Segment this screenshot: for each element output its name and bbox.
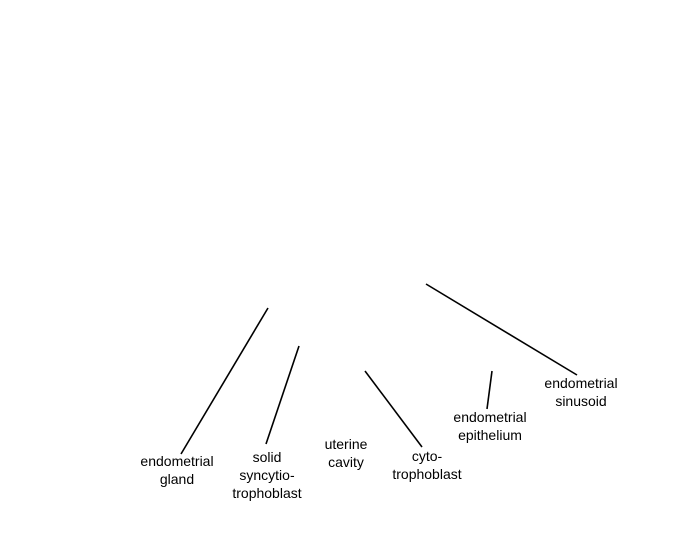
label-line: uterine bbox=[324, 436, 368, 452]
leader-line-endometrial-sinusoid bbox=[425, 283, 578, 376]
label-endometrial-sinusoid: endometrial sinusoid bbox=[544, 374, 617, 410]
label-line: trophoblast bbox=[232, 485, 302, 501]
label-line: epithelium bbox=[458, 427, 522, 443]
label-line: endometrial bbox=[140, 453, 214, 469]
label-line: trophoblast bbox=[392, 466, 462, 482]
label-endometrial-gland: endometrial gland bbox=[140, 452, 213, 488]
leader-line-solid-syncytiotrophoblast bbox=[265, 345, 300, 445]
label-line: gland bbox=[159, 471, 195, 487]
label-line: syncytio- bbox=[239, 467, 295, 483]
leader-line-endometrial-epithelium bbox=[486, 370, 493, 410]
label-line: cavity bbox=[328, 454, 364, 470]
label-line: solid bbox=[252, 449, 282, 465]
label-line: sinusoid bbox=[555, 393, 607, 409]
leader-line-endometrial-gland bbox=[180, 307, 269, 455]
label-solid-syncytiotrophoblast: solid syncytio- trophoblast bbox=[232, 448, 301, 502]
label-endometrial-epithelium: endometrial epithelium bbox=[453, 408, 526, 444]
leader-line-cytotrophoblast bbox=[364, 370, 423, 448]
label-line: endometrial bbox=[544, 375, 618, 391]
label-line: endometrial bbox=[453, 409, 527, 425]
label-cytotrophoblast: cyto- trophoblast bbox=[392, 447, 461, 483]
label-line: cyto- bbox=[411, 448, 443, 464]
label-uterine-cavity: uterine cavity bbox=[325, 435, 368, 471]
